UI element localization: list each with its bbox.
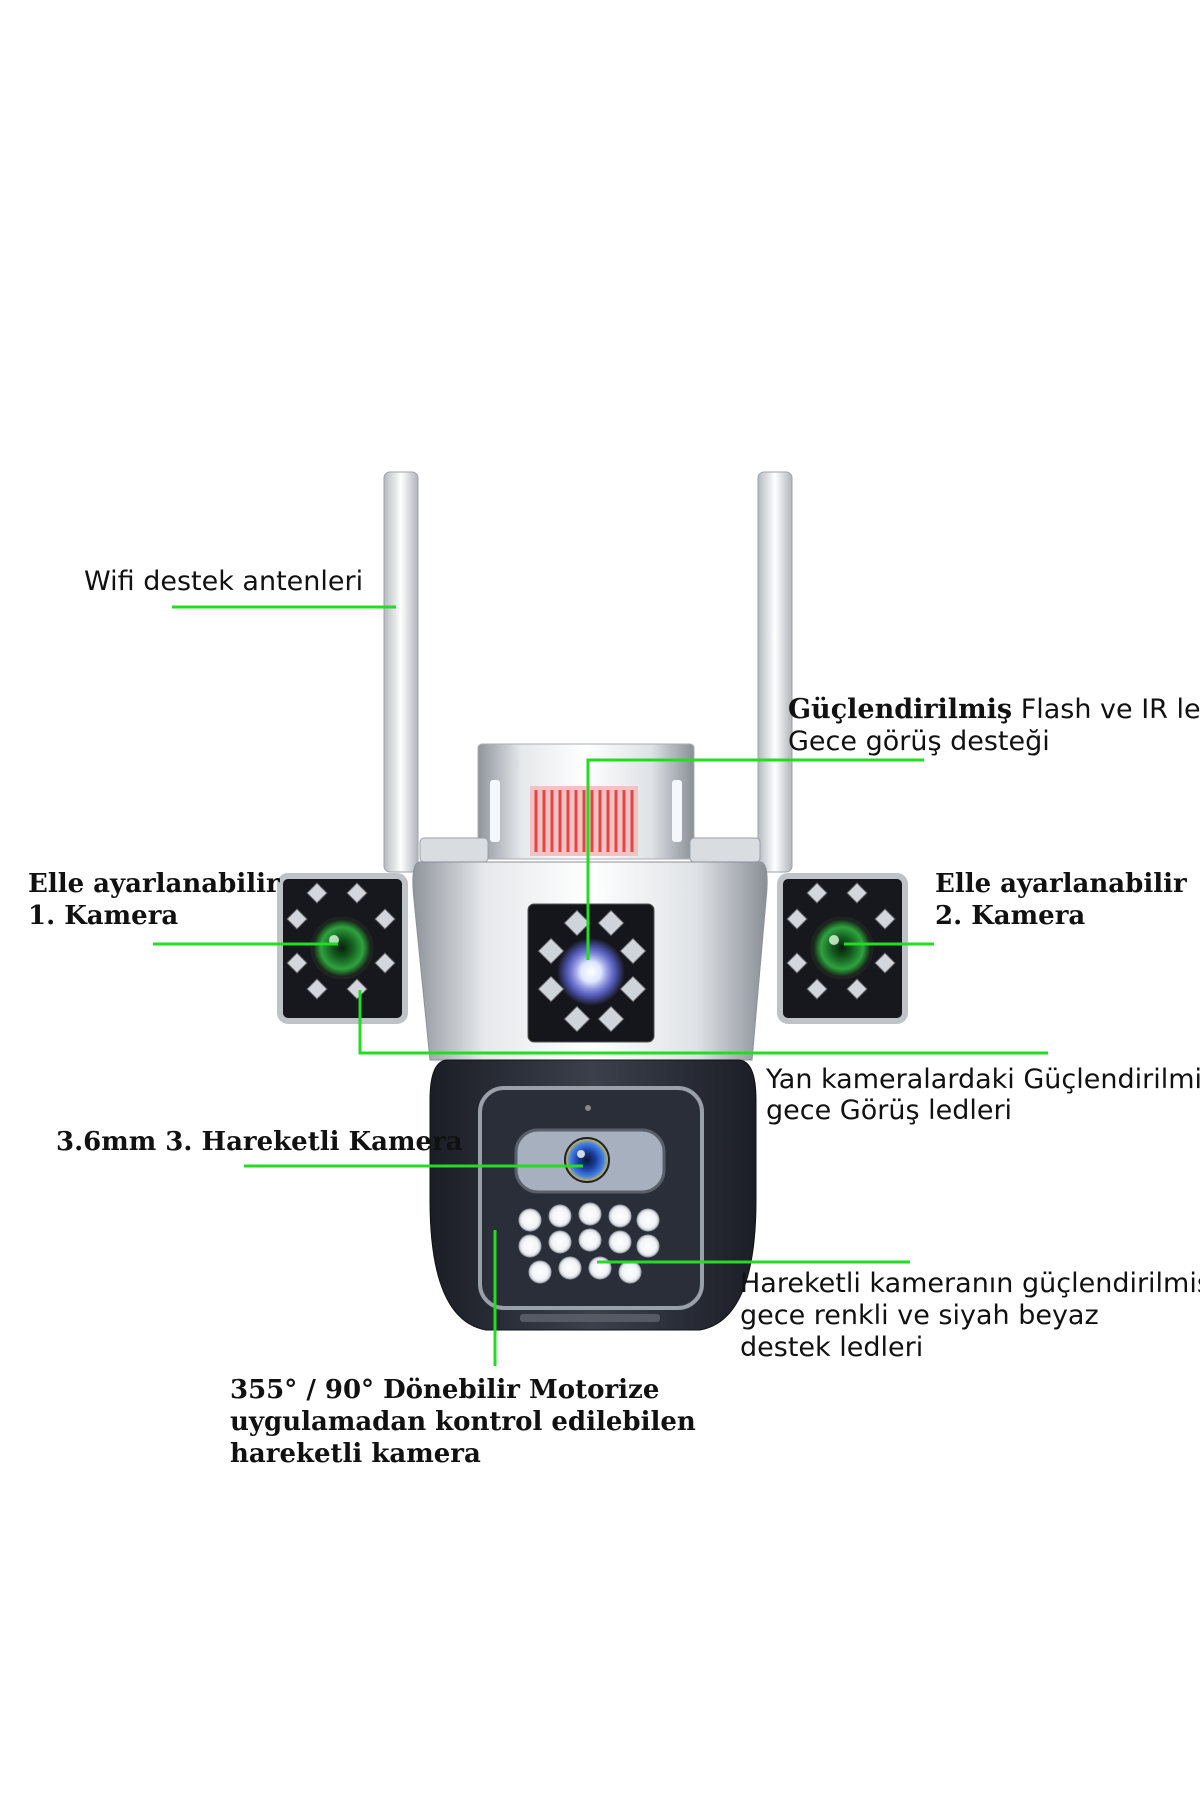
left-antenna xyxy=(383,471,419,873)
side-leds-label-line2: gece Görüş ledleri xyxy=(766,1095,1013,1126)
right-side-camera xyxy=(777,873,908,1024)
ptz-white-leds xyxy=(518,1202,660,1284)
flash-label-bold: Güçlendirilmiş xyxy=(788,694,1013,725)
leader-lines xyxy=(153,605,1048,1366)
cam1-label-line1: Elle ayarlanabilir xyxy=(28,869,280,899)
flash-leader xyxy=(586,758,924,960)
flash-glow xyxy=(557,938,625,1006)
cam3-label: 3.6mm 3. Hareketli Kamera xyxy=(56,1127,463,1157)
right-arm xyxy=(689,837,761,863)
ptz-leds-label-line1: Hareketli kameranın güçlendirilmiş xyxy=(740,1268,1200,1299)
center-leds xyxy=(537,909,647,1033)
side-leds-label-line1: Yan kameralardaki Güçlendirilmiş xyxy=(766,1064,1200,1095)
antenna-label: Wifi destek antenleri xyxy=(84,566,364,597)
motor-label-line2: uygulamadan kontrol edilebilen xyxy=(230,1407,696,1437)
flash-label-rest: Flash ve IR led xyxy=(1012,694,1200,725)
flash-label-line2: Gece görüş desteği xyxy=(788,726,1050,757)
ptz-leds-label-line3: destek ledleri xyxy=(740,1332,924,1363)
side-leds-leader xyxy=(358,990,1048,1055)
cam2-label-line2: 2. Kamera xyxy=(935,901,1086,931)
ptz-lens xyxy=(564,1137,610,1183)
cam2-label-line1: Elle ayarlanabilir xyxy=(935,869,1187,899)
ptz-leds-label-line2: gece renkli ve siyah beyaz xyxy=(740,1300,1099,1331)
cam1-label-line2: 1. Kamera xyxy=(28,901,179,931)
motor-label-line3: hareketli kamera xyxy=(230,1439,481,1469)
right-antenna xyxy=(757,471,793,873)
motor-label-line1: 355° / 90° Dönebilir Motorize xyxy=(230,1375,660,1405)
left-side-camera xyxy=(277,873,408,1024)
left-arm xyxy=(419,837,489,863)
flash-label: Güçlendirilmiş Flash ve IR led xyxy=(788,694,1200,725)
ir-panel-stripes xyxy=(534,790,634,852)
